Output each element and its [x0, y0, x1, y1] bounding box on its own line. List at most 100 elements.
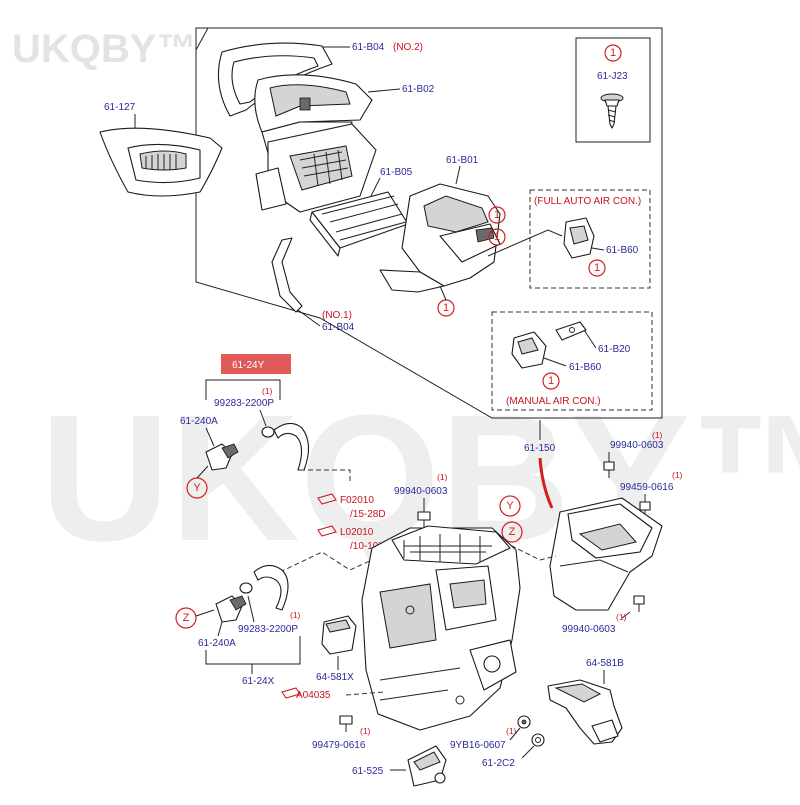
filter-61-b05-part [309, 191, 409, 257]
legend-box [575, 37, 651, 143]
bracket-61-24y [205, 379, 281, 400]
leader-99283-bot [247, 595, 255, 623]
seal-61-b04-no1-part [271, 237, 303, 313]
part-label-64-581b: 64-581B [586, 658, 624, 669]
leader-99940-0603-c [621, 611, 631, 619]
callout-1-manual [542, 372, 560, 390]
callout-1-blower-b [488, 228, 506, 246]
ref-a04035: A04035 [296, 690, 331, 701]
leader-61-b20 [583, 329, 597, 349]
qty-99940-0603-c: (1) [616, 612, 627, 622]
part-label-61-b60-auto: 61-B60 [606, 245, 639, 256]
drain-hose-61-24y-part [205, 422, 310, 471]
callout-1-blower-a [488, 206, 506, 224]
legend-callout-number: 1 [610, 47, 616, 59]
part-label-99283-top: 99283-2200P [214, 398, 274, 409]
insulator-64-581x-part [321, 615, 357, 655]
duct-64-581b-part [547, 679, 623, 745]
bolt-99479-0616 [339, 715, 353, 732]
part-label-61-240a-top: 61-240A [180, 416, 218, 427]
leader-z-bottom [195, 609, 215, 617]
part-label-99940-0603-a: 99940-0603 [394, 486, 448, 497]
qty-99479: (1) [360, 726, 371, 736]
legend-callout-circle [604, 44, 622, 62]
outline-corner [195, 27, 209, 51]
leader-61-b60-manual [543, 357, 567, 367]
grommet-61-2c2 [531, 733, 545, 747]
part-label-61-b04-no2: 61-B04 [352, 42, 385, 53]
dashed-ref-z [503, 541, 557, 561]
leader-61-b01 [455, 165, 461, 185]
callout-1-auto [588, 259, 606, 277]
bolt-99940-0603-c [633, 595, 645, 612]
blower-housing-61-b01-part [379, 183, 501, 293]
qty-99283-top: (1) [262, 386, 273, 396]
ref-z-mid [501, 521, 523, 543]
ref-z-mid-text: Z [509, 526, 516, 538]
ref-icon-f02010 [317, 493, 337, 505]
screw-icon [600, 93, 624, 129]
part-label-61-240a-bot: 61-240A [198, 638, 236, 649]
part-label-61-b01: 61-B01 [446, 155, 479, 166]
full-auto-group-box [529, 189, 651, 289]
qty-99459: (1) [672, 470, 683, 480]
dashed-hose-to-unit [279, 551, 373, 573]
part-note-no2: (NO.2) [393, 42, 423, 53]
main-assembly-outline [195, 27, 663, 419]
actuator-full-auto-part [563, 217, 595, 259]
qty-99940-0603-a: (1) [437, 472, 448, 482]
actuator-manual-part [511, 331, 547, 369]
leader-9yb16 [509, 727, 521, 741]
watermark-brand: UKQBY™ [12, 27, 196, 71]
leader-y-top [196, 465, 209, 479]
leader-callout-c [439, 285, 447, 301]
ref-f02010: F02010 [340, 495, 374, 506]
manual-group-box [491, 311, 653, 411]
leader-99283-top [259, 409, 267, 427]
leader-61-b02 [367, 88, 401, 93]
callout-1-auto-text: 1 [594, 262, 600, 274]
lower-case-part [255, 123, 377, 213]
ref-f02010-range: /15-28D [350, 509, 386, 520]
leader-auto-to-housing [487, 229, 563, 257]
ref-y-mid-text: Y [506, 500, 514, 512]
bolt-99940-0603-a [417, 511, 431, 528]
part-label-99459-0616: 99459-0616 [620, 482, 674, 493]
leader-61-b04-no1 [297, 309, 321, 327]
part-label-9yb16-0607: 9YB16-0607 [450, 740, 506, 751]
dashed-a04035 [345, 691, 385, 696]
part-note-no1: (NO.1) [322, 310, 352, 321]
drain-hose-61-24x-part [215, 564, 289, 623]
callout-1-manual-text: 1 [548, 375, 554, 387]
leader-61-b60-auto [591, 247, 605, 251]
part-label-61-j23: 61-J23 [597, 71, 628, 82]
part-label-64-581x: 64-581X [316, 672, 354, 683]
ref-icon-l02010 [317, 525, 337, 537]
qty-99283-bot: (1) [290, 610, 301, 620]
ref-y-mid [499, 495, 521, 517]
leader-61-240a-bot [217, 621, 223, 637]
part-label-61-b04-no1: 61-B04 [322, 322, 355, 333]
clip-9yb16-0607 [517, 715, 531, 729]
part-label-61-b20: 61-B20 [598, 344, 631, 355]
red-pointer-61-150 [538, 457, 554, 509]
manual-group-label: (MANUAL AIR CON.) [506, 396, 601, 407]
part-label-61-2c2: 61-2C2 [482, 758, 515, 769]
dashed-flow-24y [300, 469, 351, 482]
ref-z-bottom [175, 607, 197, 629]
hvac-unit-part [361, 525, 521, 731]
part-label-99940-0603-b: 99940-0603 [610, 440, 664, 451]
ref-l02010-range: /10-10X [350, 541, 385, 552]
part-label-99940-0603-c: 99940-0603 [562, 624, 616, 635]
part-label-61-b02: 61-B02 [402, 84, 435, 95]
ref-l02010: L02010 [340, 527, 374, 538]
leader-61-b05 [369, 177, 381, 199]
qty-99940-0603-b: (1) [652, 430, 663, 440]
ref-z-bottom-text: Z [183, 612, 190, 624]
bolt-99940-0603-b [603, 461, 615, 478]
bracket-61-24x [205, 636, 301, 665]
highlight-61-24y [221, 354, 291, 374]
link-61-b20-part [555, 321, 587, 341]
